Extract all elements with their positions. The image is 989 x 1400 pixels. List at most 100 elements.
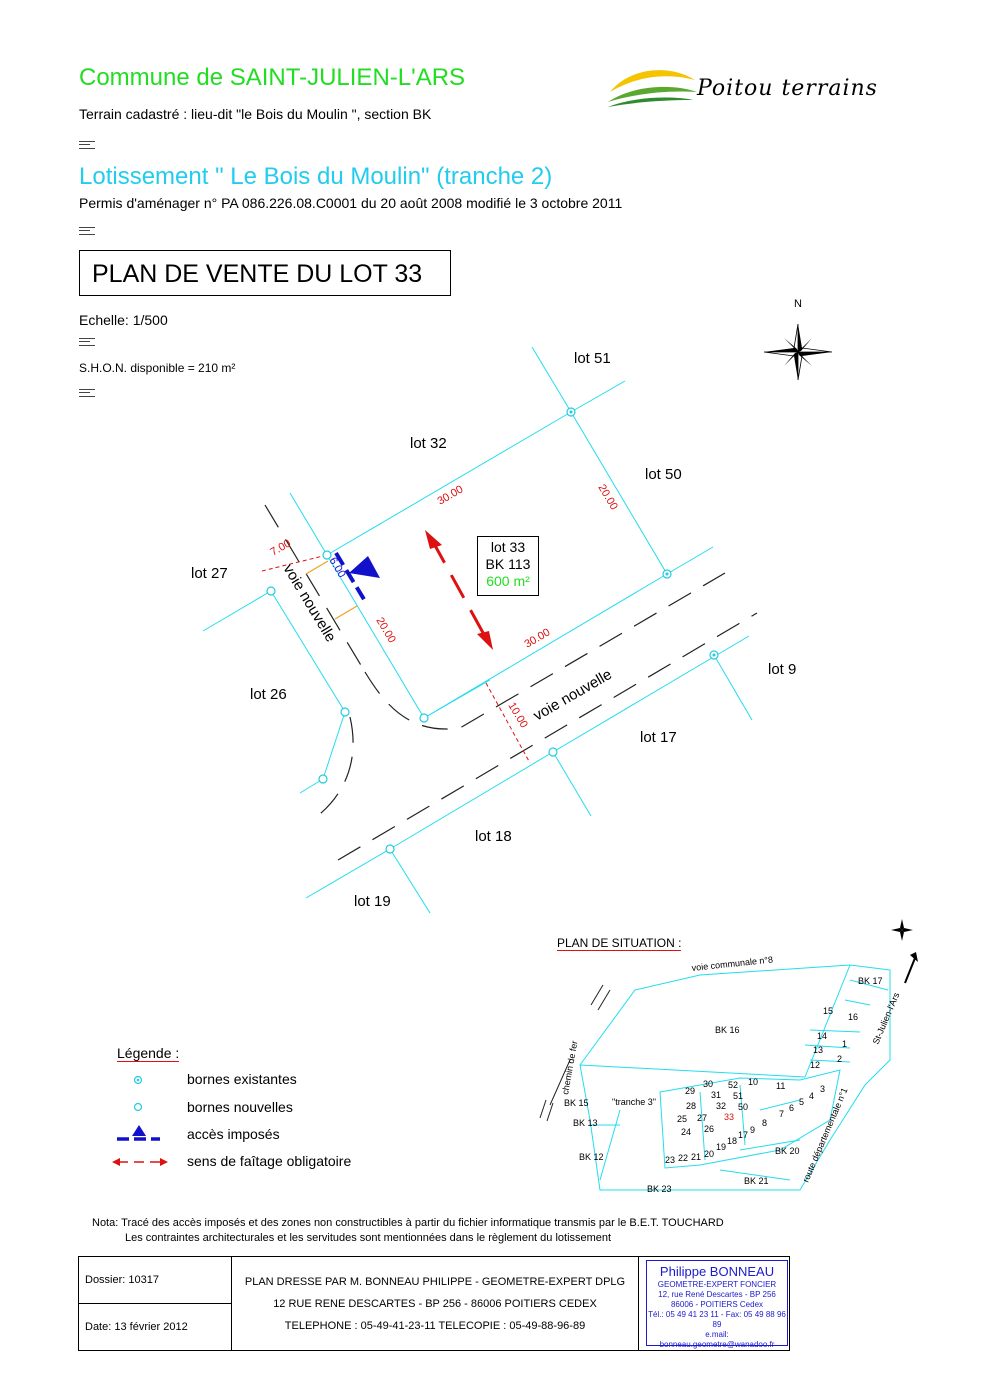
borne-nouvelle [340,707,350,717]
situation-lot: 9 [750,1125,756,1135]
situation-lot: 13 [813,1045,824,1055]
legend-item: sens de faîtage obligatoire [187,1153,352,1169]
borne-nouvelle-icon [133,1102,143,1112]
situation-lot: 1 [842,1039,848,1049]
poitou-terrains-logo [608,70,697,107]
situation-lot: 22 [678,1153,689,1163]
surveyor-address-2: 86006 - POITIERS Cedex [670,1300,764,1309]
surveyor-phone: Tél.: 05 49 41 23 11 - Fax: 05 49 88 96 … [648,1310,786,1329]
separator-mark [79,389,95,397]
situation-lot: 25 [677,1114,688,1124]
situation-lot: 6 [789,1103,795,1113]
lot33-boundary-left [326,554,425,719]
situation-lot: 32 [716,1101,727,1111]
situation-lot: 14 [817,1031,828,1041]
lot33-boundary-right [570,411,668,575]
separator-mark [79,141,95,149]
legend-symbols [112,1075,168,1166]
logo-text: Poitou terrains [697,76,878,101]
tranche3-label: "tranche 3" [612,1097,656,1107]
surveyor-title: GEOMETRE-EXPERT FONCIER [657,1280,777,1289]
situation-lot: 5 [799,1097,805,1107]
surveyor-stamp: Philippe BONNEAU GEOMETRE-EXPERT FONCIER… [646,1260,788,1349]
permis-text: Permis d'aménager n° PA 086.226.08.C0001… [79,195,623,211]
situation-lot: 24 [681,1127,692,1137]
lot33-ref: BK 113 [485,556,531,572]
situation-lot: 23 [665,1155,676,1165]
town-label: St-Julien-l'Ars [871,991,902,1046]
author-line-2: 12 RUE RENE DESCARTES - BP 256 - 86006 P… [273,1297,597,1310]
situation-lot-33: 33 [724,1112,735,1122]
situation-lot: 8 [762,1118,768,1128]
situation-lot: 29 [685,1086,696,1096]
situation-lot: 28 [686,1101,697,1111]
situation-lot: 12 [810,1060,821,1070]
stamp-cell [638,1256,790,1351]
lot33-area: 600 m² [486,573,530,589]
ridge-direction-arrow [425,530,493,650]
legend-item: bornes nouvelles [187,1099,293,1115]
situation-lot: 30 [703,1079,714,1089]
surveyor-address-1: 12, rue René Descartes - BP 256 [658,1290,776,1299]
parcel-label: BK 17 [858,976,883,986]
lot33-boundary-bottom [423,573,668,719]
situation-plan: voie communale n°8 chemin de fer route d… [539,919,918,1191]
borne-nouvelle [322,550,332,560]
terrain-subtitle: Terrain cadastré : lieu-dit "le Bois du … [79,106,432,122]
situation-lot: 7 [779,1109,785,1119]
parcel-label: BK 20 [775,1146,800,1156]
situation-lot: 15 [823,1006,834,1016]
situation-lot: 20 [704,1149,715,1159]
situation-lot: 18 [727,1136,738,1146]
lot33-info-box: lot 33 BK 113 600 m² [477,536,539,596]
road-label: voie communale n°8 [691,955,773,973]
situation-lot: 19 [716,1142,727,1152]
separator-mark [79,338,95,346]
parcel-label: BK 16 [715,1025,740,1035]
legend-item: accès imposés [187,1126,280,1142]
direction-arrow-icon [904,957,916,984]
situation-title: PLAN DE SITUATION : [557,936,682,951]
plan-title: PLAN DE VENTE DU LOT 33 [79,250,451,296]
footer-table: Dossier: 10317 PLAN DRESSE PAR M. BONNEA… [78,1256,790,1351]
lot33-boundary-top [326,411,572,556]
access-line [334,551,367,603]
author-line-1: PLAN DRESSE PAR M. BONNEAU PHILIPPE - GE… [244,1275,626,1288]
lot-label: lot 50 [645,466,682,483]
lot-plan: 30.00 20.00 30.00 20.00 7.00 10.00 6.00 … [202,323,833,914]
lot-label: lot 26 [250,686,287,703]
borne-nouvelle [266,586,276,596]
situation-lot: 52 [728,1080,739,1090]
north-label: N [794,298,802,310]
borne-nouvelle [548,747,558,757]
lot-label: lot 17 [640,729,677,746]
borne-nouvelle [318,774,328,784]
note-line-2: Les contraintes architecturales et les s… [125,1232,612,1244]
situation-lot: 31 [711,1090,722,1100]
surveyor-name: Philippe BONNEAU [659,1264,775,1279]
author-cell: PLAN DRESSE PAR M. BONNEAU PHILIPPE - GE… [231,1256,639,1351]
situation-compass-icon [891,919,913,941]
surveyor-email: e.mail: bonneau.geometre@wanadoo.fr [659,1330,775,1349]
situation-lot: 21 [691,1152,702,1162]
scale-text: Echelle: 1/500 [79,312,168,328]
borne-nouvelle [419,713,429,723]
situation-lot: 26 [704,1124,715,1134]
north-compass-icon [763,323,833,381]
lot-label: lot 51 [574,350,611,367]
borne-nouvelle [385,844,395,854]
parcel-label: BK 12 [579,1152,604,1162]
commune-title: Commune de SAINT-JULIEN-L'ARS [79,64,466,91]
parcel-label: BK 13 [573,1118,598,1128]
access-icon [349,556,380,578]
situation-lot: 3 [820,1084,826,1094]
situation-lot: 16 [848,1012,859,1022]
lot-label: lot 27 [191,565,228,582]
situation-lot: 4 [809,1091,815,1101]
lot-label: lot 18 [475,828,512,845]
situation-lot: 50 [738,1102,749,1112]
dossier-cell: Dossier: 10317 [78,1256,232,1304]
lotissement-title: Lotissement " Le Bois du Moulin" (tranch… [79,163,553,190]
lot-label: lot 9 [768,661,797,678]
lot33-name: lot 33 [490,539,526,555]
